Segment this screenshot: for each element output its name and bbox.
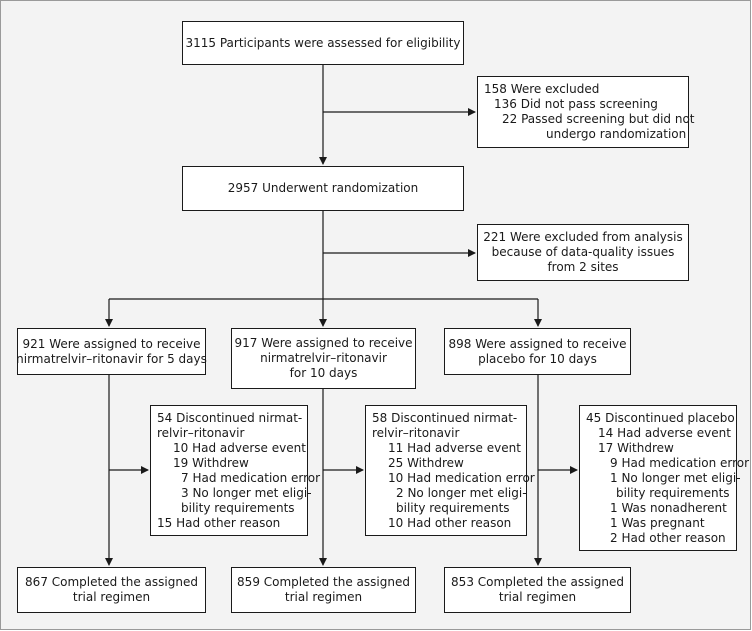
arm3-assigned-line-2: placebo for 10 days: [478, 351, 597, 366]
excluded-screening-line-1: 158 Were excluded: [484, 82, 600, 96]
arm2-assigned-line-3: for 10 days: [289, 366, 358, 380]
arm2-discontinued-line-2: relvir–ritonavir: [372, 425, 460, 440]
arm1-assigned-line-1: 921 Were assigned to receive: [22, 336, 201, 351]
arm1-discontinued-line-8: 15 Had other reason: [157, 515, 281, 530]
arm3-assigned-line-1: 898 Were assigned to receive: [448, 336, 627, 351]
assessed-line-1: 3115 Participants were assessed for elig…: [185, 35, 461, 50]
assessed-box: 3115 Participants were assessed for elig…: [182, 21, 464, 65]
randomized-box: 2957 Underwent randomization: [182, 166, 464, 211]
arm2-completed-line-2: trial regimen: [284, 590, 363, 604]
arm3-discontinued-line-8: 1 Was pregnant: [610, 515, 705, 530]
arm1-discontinued-line-5: 7 Had medication error: [181, 470, 321, 485]
arm3-discontinued-line-5: 1 No longer met eligi-: [610, 470, 741, 485]
arm3-discontinued-line-2: 14 Had adverse event: [598, 425, 731, 440]
arm2-assigned-line-1: 917 Were assigned to receive: [234, 336, 413, 350]
arm1-discontinued-line-2: relvir–ritonavir: [157, 425, 245, 440]
arm1-completed-line-1: 867 Completed the assigned: [25, 575, 198, 589]
arm2-discontinued-line-1: 58 Discontinued nirmat-: [372, 410, 518, 425]
arm2-assigned-line-2: nirmatrelvir–ritonavir: [260, 351, 387, 365]
arm2-discontinued-line-6: 2 No longer met eligi-: [396, 485, 527, 500]
randomized-line-1: 2957 Underwent randomization: [227, 181, 419, 195]
arm1-discontinued-line-6: 3 No longer met eligi-: [181, 485, 312, 500]
excluded-screening-line-4: undergo randomization: [546, 127, 687, 141]
excluded-screening-line-3: 22 Passed screening but did not: [502, 112, 695, 126]
excluded-analysis-line-3: from 2 sites: [547, 260, 619, 274]
excluded-analysis-line-1: 221 Were excluded from analysis: [483, 230, 683, 244]
arm2-discontinued-line-7: bility requirements: [396, 500, 510, 515]
arm3-discontinued-line-4: 9 Had medication error: [610, 455, 750, 470]
excluded-screening-line-2: 136 Did not pass screening: [494, 97, 658, 111]
arm2-completed-line-1: 859 Completed the assigned: [237, 575, 410, 589]
arm1-assigned-line-2: nirmatrelvir–ritonavir for 5 days: [16, 351, 207, 366]
arm2-discontinued-line-5: 10 Had medication error: [388, 470, 535, 485]
arm2-discontinued-line-4: 25 Withdrew: [388, 455, 464, 470]
arm2-discontinued-line-8: 10 Had other reason: [388, 515, 512, 530]
arm1-discontinued-line-3: 10 Had adverse event: [173, 440, 306, 455]
arm3-completed-line-2: trial regimen: [498, 590, 577, 604]
arm3-discontinued-line-9: 2 Had other reason: [610, 530, 726, 545]
arm2-discontinued-line-3: 11 Had adverse event: [388, 440, 521, 455]
arm3-discontinued-line-6: bility requirements: [616, 485, 730, 500]
arm1-discontinued-line-4: 19 Withdrew: [173, 455, 249, 470]
arm3-completed-line-1: 853 Completed the assigned: [451, 575, 624, 589]
arm1-discontinued-line-7: bility requirements: [181, 500, 295, 515]
arm3-discontinued-line-3: 17 Withdrew: [598, 440, 674, 455]
arm1-discontinued-line-1: 54 Discontinued nirmat-: [157, 410, 303, 425]
arm1-completed-line-2: trial regimen: [72, 590, 151, 604]
excluded-analysis-line-2: because of data-quality issues: [491, 245, 675, 259]
arm3-discontinued-line-7: 1 Was nonadherent: [610, 500, 727, 515]
arm3-discontinued-line-1: 45 Discontinued placebo: [586, 410, 735, 425]
